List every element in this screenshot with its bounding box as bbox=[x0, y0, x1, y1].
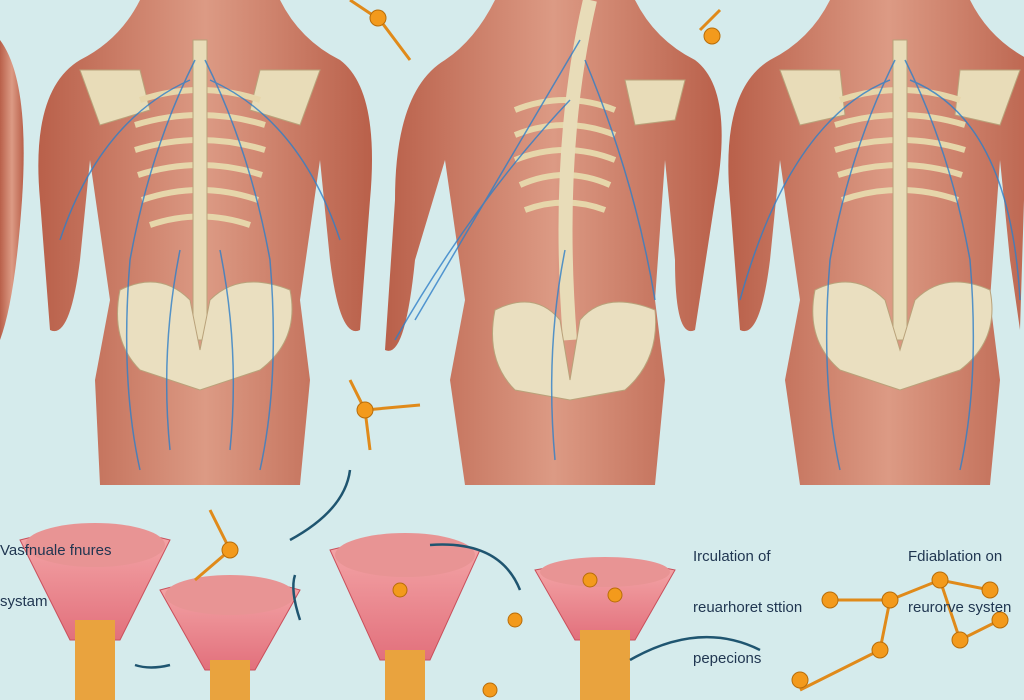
torso-back-view-2 bbox=[385, 0, 722, 485]
neuron-nodes bbox=[221, 9, 1009, 698]
spine bbox=[558, 0, 597, 341]
caption-line: reuarhoret sttion bbox=[693, 599, 803, 616]
funnel-diagrams bbox=[19, 523, 676, 700]
torso-partial-left bbox=[0, 40, 24, 340]
caption-line: Vasfnuale fnures bbox=[0, 542, 112, 559]
pelvis bbox=[492, 301, 657, 401]
caption-line: Fdiablation on bbox=[908, 548, 1003, 565]
caption-line: reurorve systen bbox=[908, 599, 1012, 616]
spine bbox=[892, 39, 908, 341]
torso-back-view-3 bbox=[728, 0, 1024, 485]
caption-line: systam bbox=[0, 593, 48, 610]
caption-label-left: Vasfnuale fnures systam bbox=[0, 508, 111, 627]
caption-line: Irculation of bbox=[693, 548, 771, 565]
pelvis bbox=[117, 281, 293, 391]
caption-line: pepecions bbox=[693, 650, 762, 667]
nerves bbox=[59, 59, 341, 471]
caption-label-middle: Irculation of reuarhoret sttion pepecion… bbox=[693, 514, 802, 684]
caption-label-right: Fdiablation on reurorve systen bbox=[908, 514, 1011, 633]
torso-back-view-1 bbox=[38, 0, 372, 485]
arrows bbox=[134, 469, 761, 669]
spine bbox=[192, 39, 208, 341]
